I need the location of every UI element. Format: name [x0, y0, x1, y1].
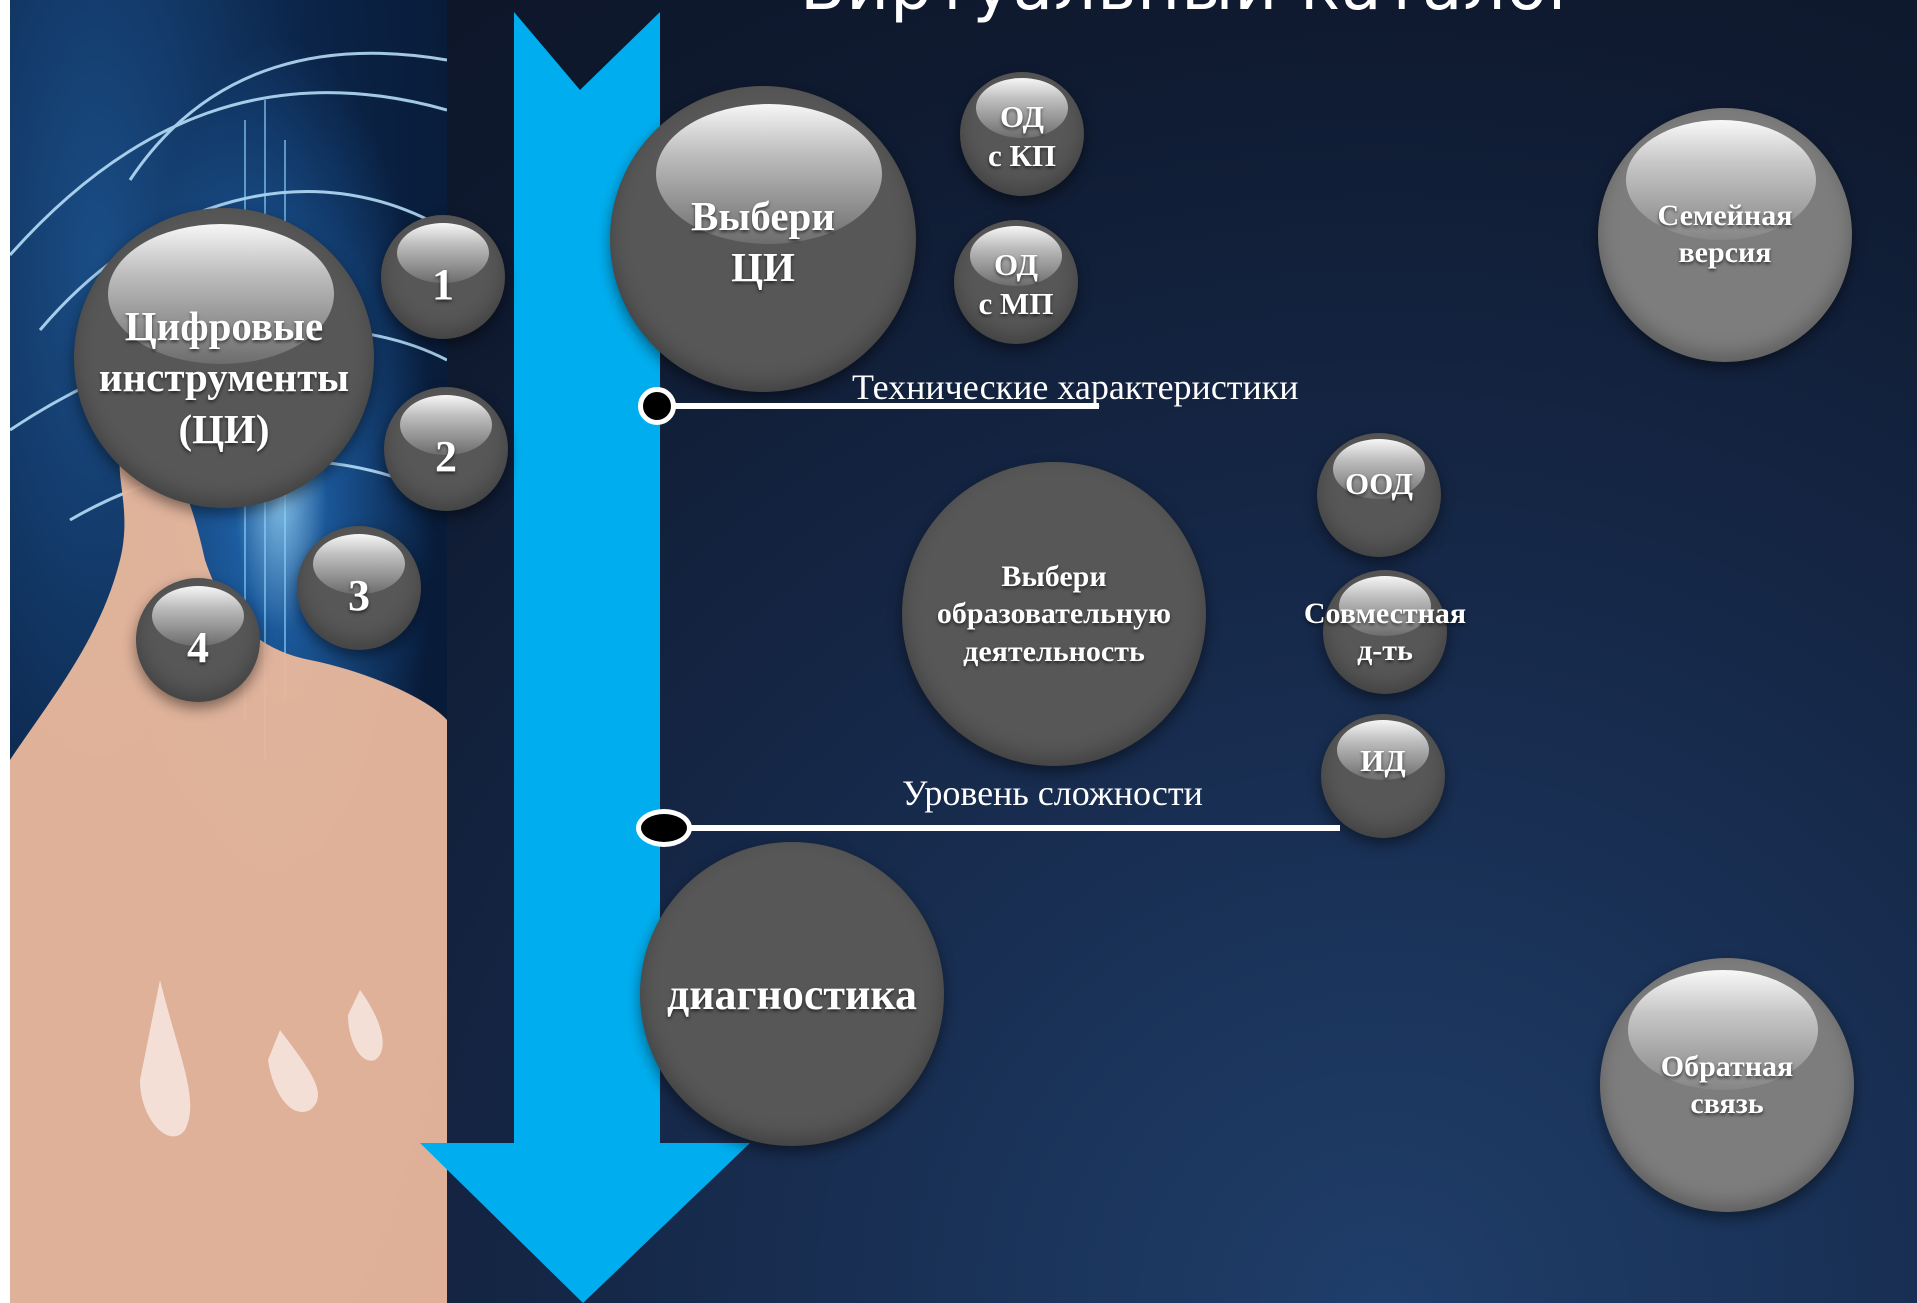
difficulty-label: Уровень сложности: [902, 773, 1203, 813]
joint-activity-bubble[interactable]: Совместная д-ть: [1304, 570, 1466, 694]
choose-activity-line2: образовательную: [936, 597, 1172, 631]
od-mp-bubble[interactable]: ОД с МП: [954, 220, 1078, 344]
tool-2-label: 2: [435, 431, 457, 481]
digital-tools-line3: (ЦИ): [178, 405, 270, 452]
od-mp-line2: с МП: [978, 286, 1054, 321]
tool-4-label: 4: [187, 622, 209, 672]
tool-3-bubble[interactable]: 3: [297, 526, 421, 650]
diagnostics-bubble[interactable]: диагностика: [640, 842, 944, 1146]
difficulty-node[interactable]: [636, 809, 692, 847]
choose-tool-line1: Выбери: [691, 192, 835, 239]
slide-title: Виртуальный каталог: [800, 0, 1584, 25]
ood-label: ООД: [1344, 465, 1413, 501]
choose-activity-line3: деятельность: [963, 634, 1145, 668]
feedback-line2: связь: [1690, 1087, 1764, 1120]
family-version-bubble[interactable]: Семейная версия: [1598, 108, 1852, 362]
digital-tools-line2: инструменты: [98, 354, 350, 401]
id-label: ИД: [1360, 742, 1406, 778]
tech-characteristics-label: Технические характеристики: [852, 367, 1299, 407]
feedback-bubble[interactable]: Обратная связь: [1600, 958, 1854, 1212]
difficulty-connector-line: [674, 825, 1340, 831]
family-version-line1: Семейная: [1657, 198, 1793, 232]
flow-arrow: [420, 12, 750, 1303]
ood-bubble[interactable]: ООД: [1317, 433, 1441, 557]
od-kp-line2: с КП: [987, 138, 1057, 173]
slide: Виртуальный каталог Цифровые инструменты…: [10, 0, 1917, 1303]
choose-tool-line2: ЦИ: [731, 244, 795, 290]
tool-2-bubble[interactable]: 2: [384, 387, 508, 511]
od-kp-bubble[interactable]: ОД с КП: [960, 72, 1084, 196]
diagnostics-label: диагностика: [666, 969, 918, 1019]
feedback-line1: Обратная: [1660, 1049, 1794, 1083]
od-kp-line1: ОД: [1000, 99, 1044, 135]
choose-activity-bubble[interactable]: Выбери образовательную деятельность: [902, 462, 1206, 766]
digital-tools-line1: Цифровые: [124, 303, 324, 350]
family-version-line2: версия: [1678, 236, 1772, 269]
choose-tool-bubble[interactable]: Выбери ЦИ: [610, 86, 916, 392]
id-bubble[interactable]: ИД: [1321, 714, 1445, 838]
joint-activity-line2: д-ть: [1357, 634, 1413, 667]
digital-tools-bubble[interactable]: Цифровые инструменты (ЦИ): [74, 208, 374, 508]
joint-activity-line1: Совместная: [1303, 596, 1467, 630]
od-mp-line1: ОД: [994, 247, 1038, 283]
tool-1-label: 1: [432, 259, 454, 309]
choose-activity-line1: Выбери: [1001, 559, 1107, 593]
tool-1-bubble[interactable]: 1: [381, 215, 505, 339]
hand-illustration: [10, 51, 447, 1303]
tool-3-label: 3: [348, 570, 370, 620]
tech-node[interactable]: [638, 387, 676, 425]
tech-connector-line: [664, 403, 1099, 409]
tool-4-bubble[interactable]: 4: [136, 578, 260, 702]
